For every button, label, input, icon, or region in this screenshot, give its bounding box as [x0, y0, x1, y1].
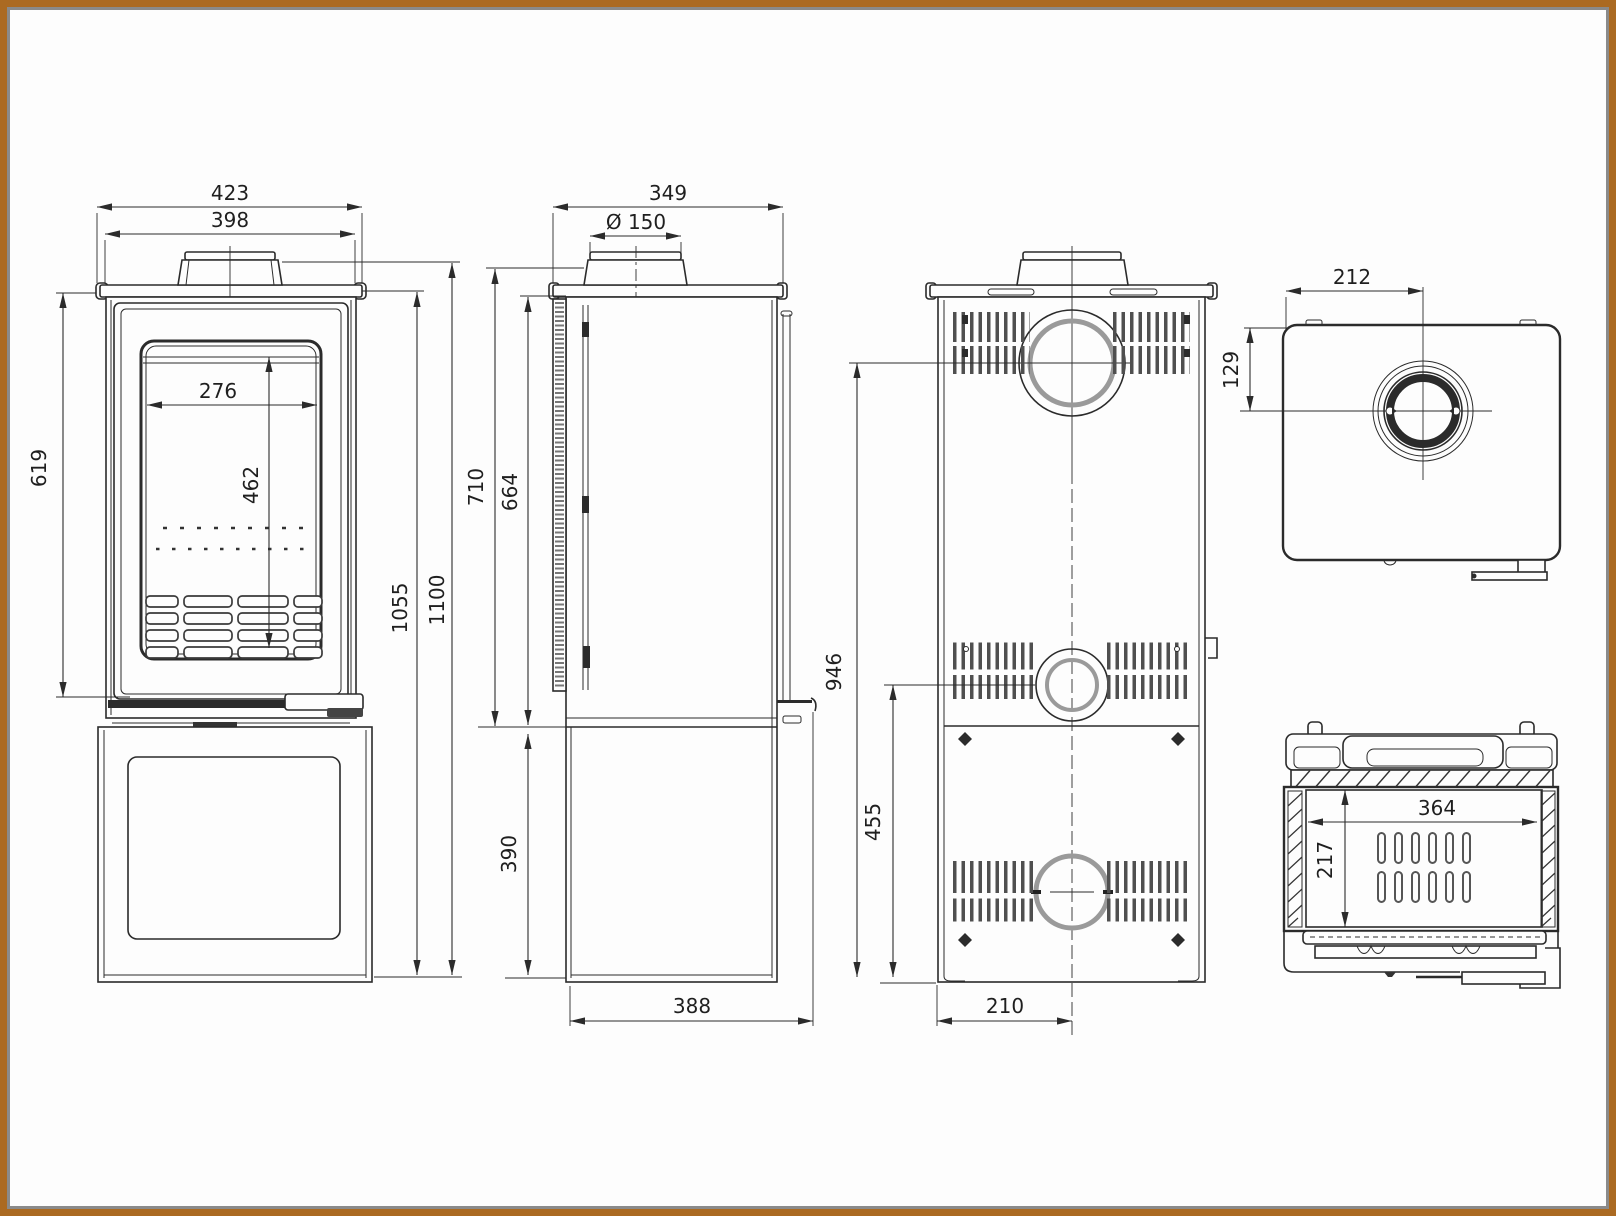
dim-side-base-depth: 388 [569, 712, 814, 1026]
back-door-handle [1205, 637, 1218, 659]
dim-bottom-grate-depth: 217 [1313, 790, 1349, 927]
dim-label-front-overall-width: 423 [211, 181, 249, 205]
front-base [97, 726, 373, 983]
side-hinge-top [582, 322, 589, 337]
back-body [937, 296, 1206, 983]
top-handle-bracket [1517, 559, 1546, 574]
front-door-latch [284, 693, 364, 711]
dim-side-flue-diameter: Ø 150 [589, 210, 682, 254]
dim-front-top-width: 398 [104, 208, 356, 283]
dim-back-flue-center-height: 946 [822, 362, 1018, 984]
bottom-hatched-bar [1290, 769, 1554, 788]
dim-side-upper-height: 710 [464, 267, 584, 726]
dim-side-panel-height: 664 [478, 295, 566, 728]
dim-label-top-flue-from-side: 129 [1219, 351, 1243, 389]
dim-label-side-base-depth: 388 [673, 994, 711, 1018]
bottom-handle-bar [1461, 971, 1546, 985]
dim-front-door-height: 619 [27, 292, 130, 698]
bottom-grate-slots [1377, 832, 1471, 903]
dim-side-top-depth: 349 [552, 181, 784, 283]
dim-back-mid-outlet-height: 455 [861, 684, 1035, 977]
dim-top-flue-from-side: 129 [1219, 327, 1290, 411]
dim-label-front-total-height: 1100 [425, 575, 449, 626]
dim-side-base-height: 390 [497, 734, 566, 979]
dim-label-back-flue-center-height: 946 [822, 653, 846, 691]
side-view [548, 246, 817, 983]
back-fixing-points [958, 732, 1185, 947]
back-top-plate [929, 284, 1214, 298]
front-base-panel [127, 756, 341, 940]
dim-label-front-door-height: 619 [27, 449, 51, 487]
side-top-plate [552, 284, 784, 298]
dim-label-side-top-depth: 349 [649, 181, 687, 205]
dim-label-bottom-grate-depth: 217 [1313, 841, 1337, 879]
dim-label-back-mid-outlet-height: 455 [861, 803, 885, 841]
side-hinge-bottom [583, 646, 590, 668]
front-door-glass [139, 339, 323, 661]
top-handle-bar [1471, 571, 1548, 581]
front-door-latch-lower [327, 708, 363, 717]
dim-back-flue-center-offset: 210 [936, 985, 1072, 1026]
dim-label-front-glass-width: 276 [199, 379, 237, 403]
bottom-mech-bar [1314, 945, 1537, 959]
dim-front-glass-height: 462 [239, 357, 273, 648]
bottom-view [1282, 721, 1561, 989]
dim-label-bottom-grate-width: 364 [1418, 796, 1456, 820]
side-hinge-middle [582, 496, 589, 513]
dim-top-flue-from-back: 212 [1285, 265, 1423, 332]
dim-label-side-upper-height: 710 [464, 468, 488, 506]
top-flue-outer-ring [1372, 360, 1474, 462]
top-view [1240, 287, 1562, 581]
dim-label-front-glass-height: 462 [239, 466, 263, 504]
dim-front-body-height: 1055 [362, 290, 462, 978]
side-flue-collar-lip [589, 251, 682, 261]
dim-label-back-flue-center-offset: 210 [986, 994, 1024, 1018]
dim-front-total-height: 1100 [282, 261, 460, 975]
bottom-side-hatch [1287, 792, 1556, 928]
bottom-door-bar [1302, 930, 1547, 945]
dim-bottom-grate-width: 364 [1308, 796, 1537, 826]
back-top-vents [953, 312, 1190, 374]
dim-front-glass-width: 276 [147, 379, 317, 409]
bottom-handle-hump [1342, 735, 1504, 769]
dim-label-side-flue-diameter: Ø 150 [606, 210, 666, 234]
side-flue-collar [583, 259, 688, 286]
side-body [565, 296, 778, 983]
front-view [95, 246, 373, 983]
back-flue-collar [1016, 259, 1129, 286]
back-view [925, 246, 1218, 1035]
dim-label-top-flue-from-back: 212 [1333, 265, 1371, 289]
front-door [113, 302, 349, 700]
bottom-hatch-lines [1295, 770, 1551, 787]
front-door-bottom-bar [108, 700, 293, 708]
dim-label-front-body-height: 1055 [388, 583, 412, 634]
dim-label-side-panel-height: 664 [498, 473, 522, 511]
dim-front-overall-width: 423 [96, 181, 363, 283]
dim-label-side-base-height: 390 [497, 835, 521, 873]
front-grille [145, 595, 323, 659]
back-mid-vents [953, 642, 1190, 699]
front-top-plate [99, 284, 363, 298]
dim-label-front-top-width: 398 [211, 208, 249, 232]
back-bottom-vents [953, 861, 1190, 922]
